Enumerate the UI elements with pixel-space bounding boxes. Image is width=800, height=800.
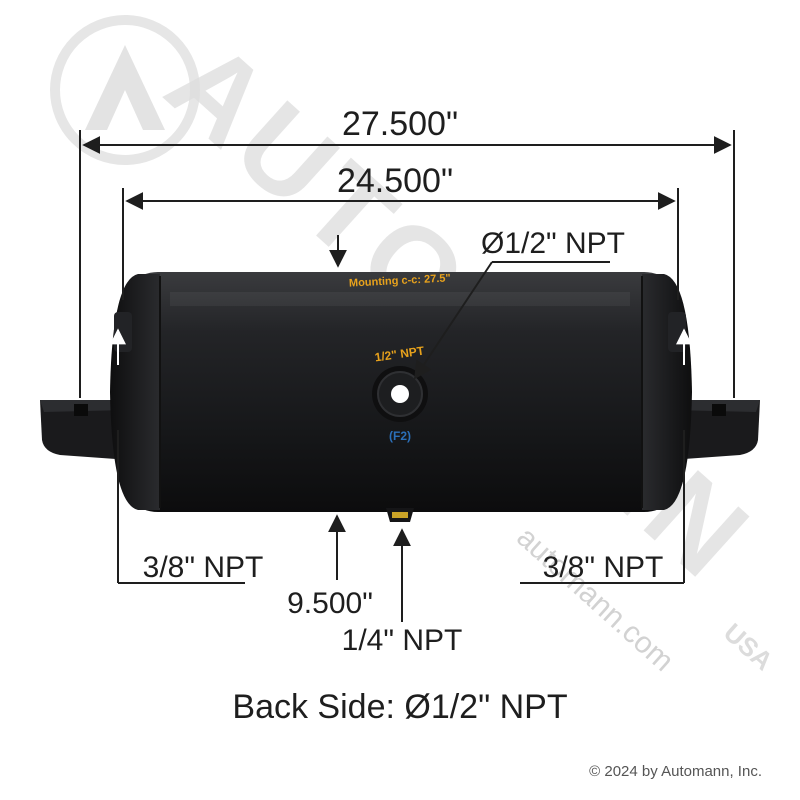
center-port-label: Ø1/2" NPT [481,227,625,260]
tank-mounting-marking: Mounting c-c: 27.5" [349,272,451,289]
copyright-notice: © 2024 by Automann, Inc. [589,763,762,780]
bottom-port-fitting [386,508,414,522]
mount-offset-label: 9.500" [287,587,373,620]
side-port-arrows [110,328,692,365]
bottom-port-label: 1/4" NPT [342,624,463,657]
left-mounting-bracket [40,400,130,460]
overall-length-label: 27.500" [342,105,458,143]
tank-port-code: (F2) [389,429,411,443]
automann-logo-icon [50,15,200,165]
watermark-suffix: USA [718,617,779,676]
right-mounting-bracket [670,400,760,460]
left-port-label: 3/8" NPT [143,551,264,584]
mounting-length-label: 24.500" [337,162,453,200]
left-side-fitting [114,312,132,352]
back-side-label: Back Side: Ø1/2" NPT [232,688,567,726]
dimension-lines [79,130,735,622]
tank-port-marking: 1/2" NPT [374,344,426,365]
center-port-fitting [372,366,428,422]
right-port-label: 3/8" NPT [543,551,664,584]
